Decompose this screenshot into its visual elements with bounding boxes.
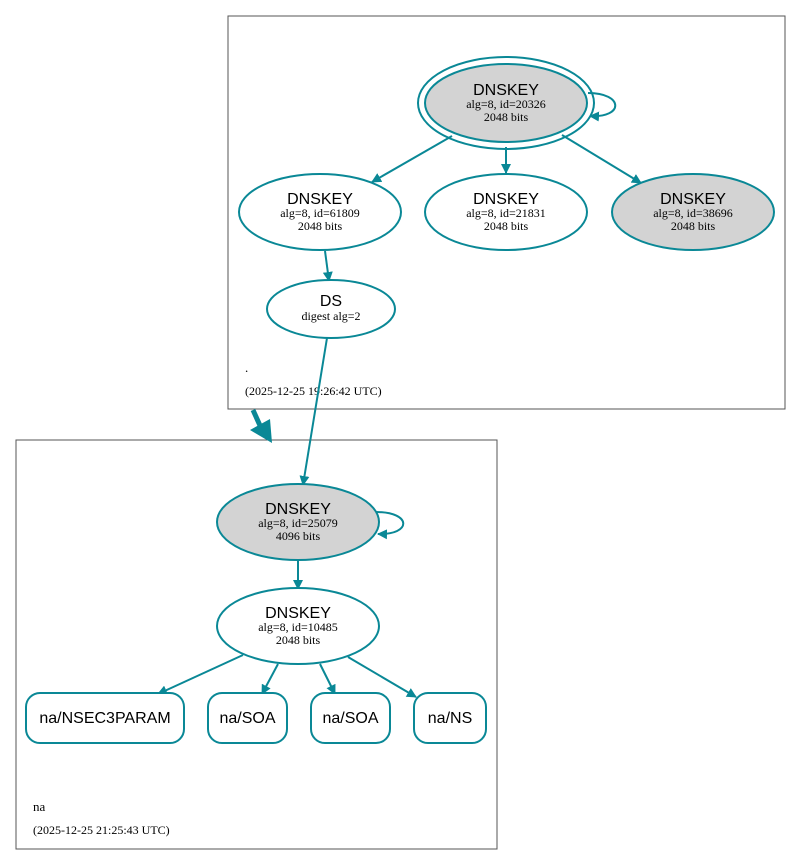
edge-na-zsk-to-soa-1 [261,663,279,695]
node-detail: alg=8, id=25079 [258,516,338,530]
node-size: 2048 bits [484,219,529,233]
zone-na-name: na [33,799,46,814]
zone-cluster-root: . (2025-12-25 19:26:42 UTC) [227,15,786,410]
node-root-ksk-20326: DNSKEY alg=8, id=20326 2048 bits [417,56,595,150]
node-title: DNSKEY [660,191,726,208]
edge-na-ksk-self [375,511,405,540]
node-na-nsec3param: na/NSEC3PARAM [25,692,185,744]
node-detail: digest alg=2 [301,309,360,323]
node-root-zsk-61809: DNSKEY alg=8, id=61809 2048 bits [238,173,402,251]
edge-ds-to-na-ksk [299,337,328,486]
node-size: 4096 bits [276,529,321,543]
node-size: 2048 bits [484,110,529,124]
zone-root-name: . [245,360,248,375]
node-na-zsk-10485: DNSKEY alg=8, id=10485 2048 bits [216,587,380,665]
node-title: DNSKEY [473,191,539,208]
node-detail: alg=8, id=21831 [466,206,546,220]
rrset-label: na/NS [428,710,472,727]
edge-na-zsk-to-soa-2 [319,663,336,695]
edge-na-zsk-to-nsec3param [157,654,244,695]
node-na-soa-2: na/SOA [310,692,391,744]
edge-root-ksk-to-zsk-a [371,135,453,183]
node-title: DS [320,293,342,310]
rrset-label: na/SOA [322,710,378,727]
node-na-ns: na/NS [413,692,487,744]
edges [157,92,642,698]
rrset-label: na/NSEC3PARAM [39,710,170,727]
node-size: 2048 bits [671,219,716,233]
zone-na-border [15,439,498,850]
edge-zsk-a-to-ds [322,250,333,282]
node-detail: alg=8, id=20326 [466,97,546,111]
zone-cluster-na: na (2025-12-25 21:25:43 UTC) [15,439,498,850]
edge-root-ksk-to-ksk-b [561,134,642,184]
node-title: DNSKEY [473,82,539,99]
node-title: DNSKEY [287,191,353,208]
node-root-ksk-38696: DNSKEY alg=8, id=38696 2048 bits [611,173,775,251]
delegation-arrow [250,408,272,443]
node-detail: alg=8, id=38696 [653,206,733,220]
edge-root-ksk-self [587,92,617,122]
rrset-label: na/SOA [219,710,275,727]
node-detail: alg=8, id=10485 [258,620,338,634]
node-na-ksk-25079: DNSKEY alg=8, id=25079 4096 bits [216,483,380,561]
zone-root-timestamp: (2025-12-25 19:26:42 UTC) [245,384,382,398]
edge-na-zsk-to-ns [347,656,417,698]
node-title: DNSKEY [265,501,331,518]
node-size: 2048 bits [276,633,321,647]
node-detail: alg=8, id=61809 [280,206,360,220]
node-size: 2048 bits [298,219,343,233]
node-title: DNSKEY [265,605,331,622]
node-root-zsk-21831: DNSKEY alg=8, id=21831 2048 bits [424,173,588,251]
node-na-soa-1: na/SOA [207,692,288,744]
zone-root-border [227,15,786,410]
zone-na-timestamp: (2025-12-25 21:25:43 UTC) [33,823,170,837]
node-root-ds: DS digest alg=2 [266,279,396,339]
